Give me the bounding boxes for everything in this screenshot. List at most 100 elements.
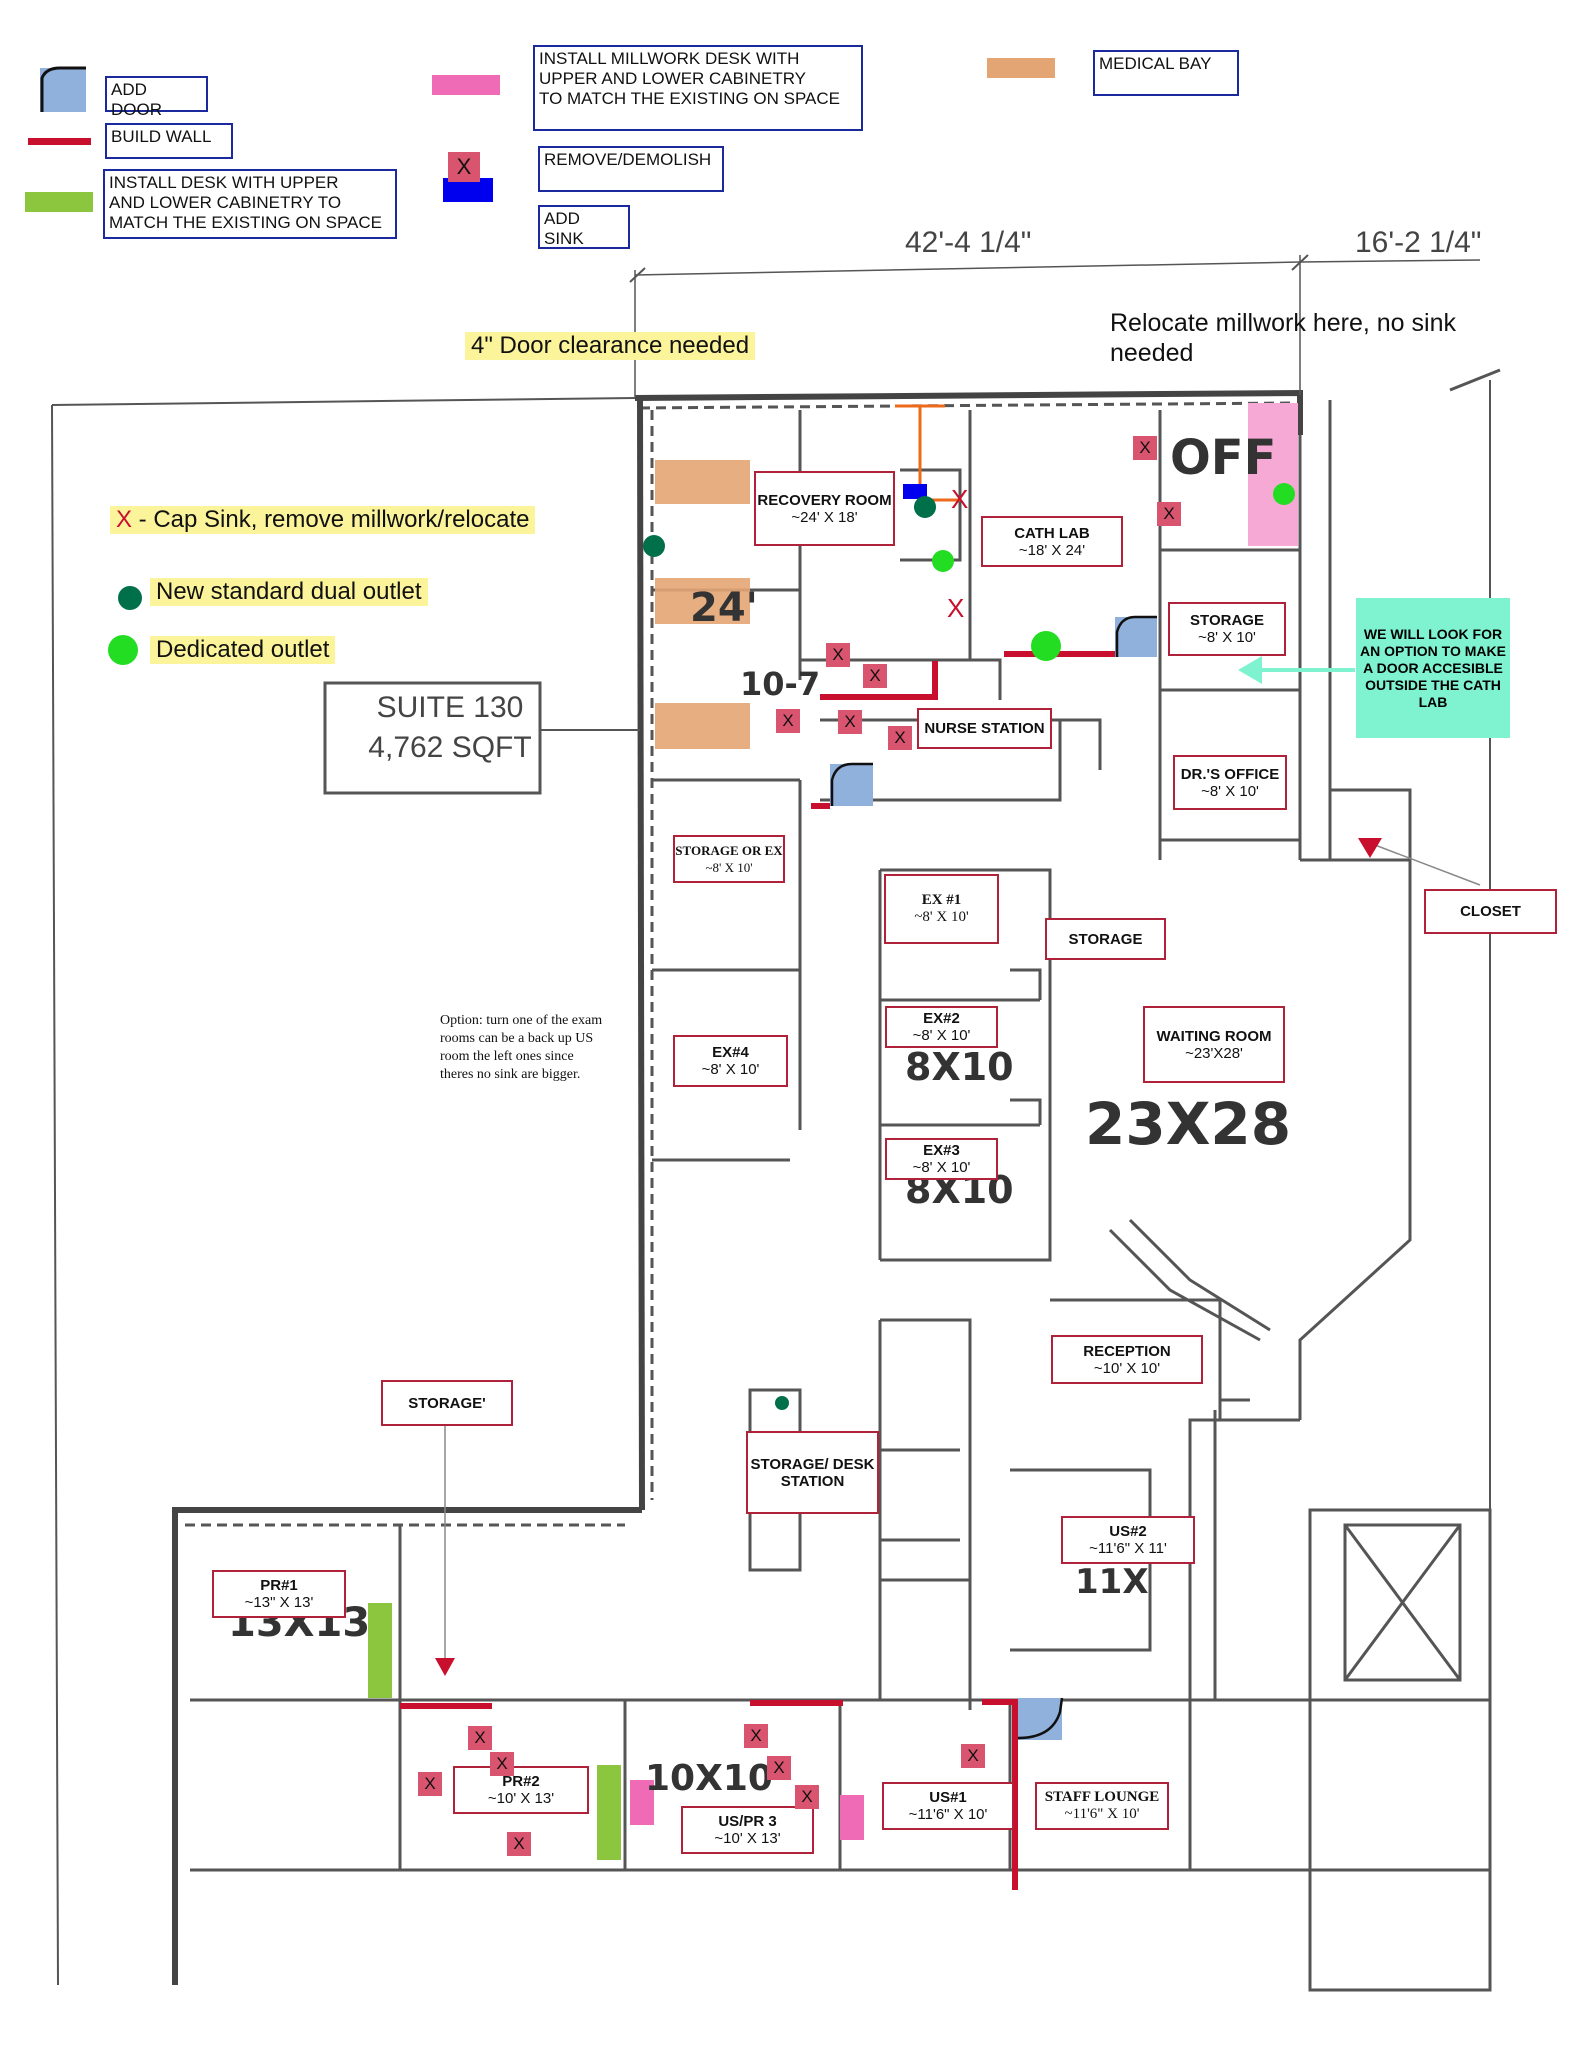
desk-marks — [368, 403, 1298, 1860]
room-dr-office[interactable]: DR.'S OFFICE ~8' X 10' — [1173, 755, 1287, 810]
room-recovery-size: ~24' X 18' — [791, 508, 858, 526]
room-recovery[interactable]: RECOVERY ROOM ~24' X 18' — [754, 471, 895, 546]
legend-remove-x: X — [448, 152, 480, 182]
cap-sink-mark: X — [947, 593, 965, 623]
room-ex3-name: EX#3 — [923, 1142, 960, 1159]
room-cath-lab-name: CATH LAB — [1014, 524, 1090, 542]
handwritten-11: 11X — [1075, 1562, 1149, 1602]
room-us2-name: US#2 — [1109, 1523, 1147, 1540]
room-us1-size: ~11'6" X 10' — [908, 1806, 988, 1823]
legend-medical-bay: MEDICAL BAY — [1093, 50, 1239, 96]
room-cath-lab-size: ~18' X 24' — [1018, 541, 1086, 559]
room-us-pr3-size: ~10' X 13' — [714, 1830, 781, 1847]
room-pr1[interactable]: PR#1 ~13" X 13' — [212, 1570, 346, 1618]
room-storage-bottom[interactable]: STORAGE' — [381, 1380, 513, 1426]
dimension-width-a: 42'-4 1/4" — [905, 226, 1032, 259]
room-us1[interactable]: US#1 ~11'6" X 10' — [882, 1782, 1014, 1830]
suite-label: SUITE 130 4,762 SQFT — [360, 688, 540, 768]
room-ex2[interactable]: EX#2 ~8' X 10' — [885, 1006, 998, 1048]
handwritten-23x28: 23X28 — [1085, 1090, 1292, 1158]
room-reception[interactable]: RECEPTION ~10' X 10' — [1051, 1335, 1203, 1384]
room-waiting-name: WAITING ROOM — [1156, 1027, 1272, 1045]
room-ex1[interactable]: EX #1 ~8' X 10' — [884, 874, 999, 944]
room-pr1-name: PR#1 — [260, 1577, 298, 1594]
room-closet[interactable]: CLOSET — [1424, 889, 1557, 934]
room-waiting[interactable]: WAITING ROOM ~23'X28' — [1143, 1006, 1285, 1083]
room-staff-lounge[interactable]: STAFF LOUNGE ~11'6" X 10' — [1035, 1782, 1169, 1830]
remove-mark: X — [863, 664, 887, 688]
room-dr-office-name: DR.'S OFFICE — [1180, 765, 1280, 783]
room-pr2[interactable]: PR#2 ~10' X 13' — [453, 1766, 589, 1814]
remove-mark: X — [961, 1744, 985, 1768]
door-clearance-note: 4" Door clearance needed — [465, 332, 756, 360]
std-outlet-note: New standard dual outlet — [150, 578, 428, 606]
remove-mark: X — [838, 710, 862, 734]
add-sink-mark — [903, 484, 927, 499]
room-storage-desk-name: STORAGE/ DESK STATION — [750, 1455, 875, 1490]
add-door-marks — [830, 615, 1157, 1740]
remove-mark: X — [776, 709, 800, 733]
room-reception-name: RECEPTION — [1083, 1342, 1171, 1360]
legend-swatches — [25, 58, 1055, 212]
std-outlet-legend-dot — [118, 586, 142, 610]
legend-install-millwork: INSTALL MILLWORK DESK WITH UPPER AND LOW… — [533, 45, 863, 131]
handwritten-24: 24' — [690, 585, 758, 631]
cap-sink-x: X — [116, 506, 133, 533]
room-ex4[interactable]: EX#4 ~8' X 10' — [673, 1035, 788, 1087]
ded-outlet-legend-dot — [108, 635, 138, 665]
handwritten-off: OFF — [1170, 430, 1277, 486]
room-ex3[interactable]: EX#3 ~8' X 10' — [885, 1138, 998, 1180]
room-storage-top[interactable]: STORAGE ~8' X 10' — [1168, 602, 1286, 656]
room-us-pr3-name: US/PR 3 — [718, 1813, 777, 1830]
room-ex2-size: ~8' X 10' — [912, 1027, 971, 1044]
room-storage-or-ex-size: ~8' X 10' — [705, 860, 753, 875]
room-storage-or-ex[interactable]: STORAGE OR EX ~8' X 10' — [673, 835, 785, 883]
room-recovery-name: RECOVERY ROOM — [757, 491, 892, 509]
room-us1-name: US#1 — [929, 1789, 967, 1806]
build-walls — [400, 651, 1115, 1890]
room-storage-desk[interactable]: STORAGE/ DESK STATION — [746, 1431, 879, 1514]
remove-mark: X — [744, 1724, 768, 1748]
handwritten-10-7: 10-7 — [740, 665, 821, 703]
suite-area: 4,762 SQFT — [368, 731, 532, 764]
room-nurse-station[interactable]: NURSE STATION — [917, 708, 1052, 749]
room-storage-mid[interactable]: STORAGE — [1045, 918, 1166, 960]
room-cath-lab[interactable]: CATH LAB ~18' X 24' — [981, 516, 1123, 567]
room-us-pr3[interactable]: US/PR 3 ~10' X 13' — [681, 1806, 814, 1854]
room-ex3-size: ~8' X 10' — [912, 1159, 971, 1176]
outlet-marks — [643, 483, 1295, 1410]
remove-mark: X — [1133, 436, 1157, 460]
cap-sink-text: - Cap Sink, remove millwork/relocate — [132, 506, 530, 533]
room-storage-top-name: STORAGE — [1190, 612, 1264, 629]
room-storage-bottom-name: STORAGE' — [408, 1394, 486, 1412]
remove-mark: X — [826, 643, 850, 667]
room-staff-lounge-name: STAFF LOUNGE — [1044, 1789, 1160, 1805]
room-ex2-name: EX#2 — [923, 1010, 960, 1027]
room-storage-top-size: ~8' X 10' — [1198, 629, 1256, 646]
room-reception-size: ~10' X 10' — [1093, 1359, 1161, 1377]
relocate-millwork-note: Relocate millwork here, no sink needed — [1110, 309, 1456, 367]
room-ex4-size: ~8' X 10' — [701, 1061, 760, 1078]
handwritten-10x10: 10X10 — [645, 1758, 773, 1799]
room-storage-mid-name: STORAGE — [1068, 930, 1143, 948]
room-closet-name: CLOSET — [1460, 903, 1521, 920]
legend-add-door: ADD DOOR — [105, 76, 208, 119]
cap-sink-mark: X — [951, 484, 969, 514]
ded-outlet-note: Dedicated outlet — [150, 636, 336, 664]
remove-mark: X — [418, 1772, 442, 1796]
room-ex4-name: EX#4 — [712, 1044, 749, 1061]
room-pr1-size: ~13" X 13' — [244, 1594, 314, 1611]
remove-mark: X — [767, 1756, 791, 1780]
remove-mark: X — [1157, 502, 1181, 526]
remove-mark: X — [468, 1726, 492, 1750]
legend-add-sink: ADD SINK — [538, 205, 630, 249]
remove-mark: X — [507, 1832, 531, 1856]
room-nurse-station-name: NURSE STATION — [924, 720, 1045, 737]
room-dr-office-size: ~8' X 10' — [1201, 782, 1259, 800]
room-us2[interactable]: US#2 ~11'6" X 11' — [1061, 1516, 1195, 1564]
room-ex1-name: EX #1 — [921, 892, 962, 908]
remove-mark: X — [490, 1752, 514, 1776]
room-pr2-size: ~10' X 13' — [487, 1790, 555, 1807]
legend-install-desk: INSTALL DESK WITH UPPER AND LOWER CABINE… — [103, 169, 397, 239]
